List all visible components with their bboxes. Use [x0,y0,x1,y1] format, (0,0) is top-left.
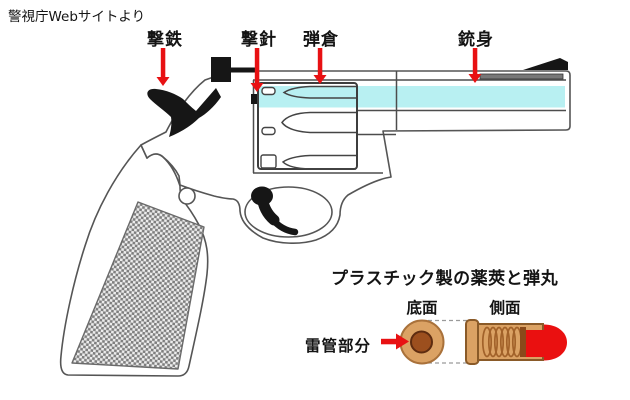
barrel-rib [479,73,564,80]
hammer-arrow [156,48,170,86]
bore-highlight [259,86,565,108]
cylinder-arrow [313,48,327,84]
cartridge-top [282,85,356,99]
hammer-shape [147,88,221,137]
primer-circle [410,330,433,354]
cartridge-bottom [281,154,356,170]
hammer-label: 撃鉄 [147,30,183,50]
cartridge-side-view [465,319,567,365]
cylinder-notch-top [261,86,276,96]
cylinder-notch-middle [261,126,276,136]
firing-pin-arrow [250,48,264,92]
firing-pin-tip [251,94,257,104]
bullet-base [526,330,544,357]
firing-pin-label: 撃針 [241,30,277,50]
frame-screw [178,187,196,205]
side-view-label: 側面 [489,299,521,317]
cylinder-label: 弾倉 [303,30,339,50]
case-rim [465,319,480,365]
cartridge-middle [281,111,356,134]
cartridge-section-title: プラスチック製の薬莢と弾丸 [331,269,559,289]
firing-pin-block [211,57,231,82]
grip-checkering [71,201,205,370]
primer-arrow [381,333,409,350]
spring-coils [481,326,523,358]
case-mouth [520,327,526,357]
barrel-label: 銃身 [458,30,494,50]
primer-label: 雷管部分 [305,337,372,355]
firing-pin-bar [231,67,258,73]
pointer-arrows [156,48,482,92]
front-sight [523,58,568,70]
barrel-arrow [468,48,482,83]
source-credit: 警視庁Webサイトより [8,9,146,25]
cylinder [251,82,358,170]
cylinder-notch-bottom [260,154,277,169]
bottom-view-label: 底面 [406,299,438,317]
trigger-shape [251,186,299,236]
bullet-nose [544,324,567,361]
cartridge-bottom-view [399,319,445,365]
cartridge-diagram [381,319,567,365]
